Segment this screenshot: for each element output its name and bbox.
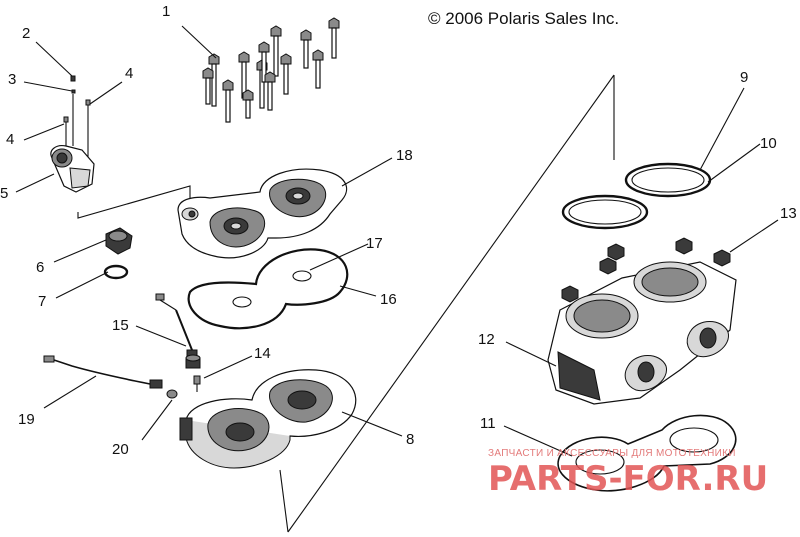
- bolt-head: [328, 17, 340, 29]
- cylinder-base-rings: [561, 162, 712, 230]
- bolt-head: [222, 79, 234, 91]
- callout-14: 14: [254, 345, 271, 362]
- callout-12: 12: [478, 331, 495, 348]
- bolt-head: [300, 29, 312, 41]
- cylinder-base-gasket: [557, 414, 737, 492]
- bolt-shank: [261, 51, 267, 83]
- bolt-head: [238, 51, 250, 63]
- head-bolts: [202, 17, 340, 123]
- bolt-shank: [315, 59, 321, 89]
- watermark: ЗАПЧАСТИ И АКСЕССУАРЫ ДЛЯ МОТОТЕХНИКИ PA…: [488, 448, 768, 499]
- callout-20: 20: [112, 441, 129, 458]
- callout-5: 5: [0, 185, 8, 202]
- cylinder-block: [547, 261, 737, 405]
- bolt-head: [264, 71, 276, 83]
- bolt-head: [258, 41, 270, 53]
- callout-labels: 1 2 3 4 4 5 6 7 8 9 10 11 12 13 14 15 16…: [0, 3, 797, 458]
- callout-13: 13: [780, 205, 797, 222]
- callout-6: 6: [36, 259, 44, 276]
- callout-leaders: [15, 25, 779, 457]
- sensor-plug: [185, 354, 201, 392]
- bolt-head: [202, 67, 214, 79]
- callout-19: 19: [18, 411, 35, 428]
- bolt-head: [280, 53, 292, 65]
- callout-7: 7: [38, 293, 46, 310]
- thermostat: [105, 227, 133, 255]
- bolt-head: [242, 89, 254, 101]
- callout-15: 15: [112, 317, 129, 334]
- bolt-shank: [303, 39, 309, 69]
- bolt-shank: [267, 81, 273, 111]
- callout-11: 11: [480, 415, 496, 432]
- copyright-text: © 2006 Polaris Sales Inc.: [428, 9, 619, 28]
- bolt-shank: [205, 77, 211, 105]
- callout-16: 16: [380, 291, 397, 308]
- callout-17: 17: [366, 235, 383, 252]
- callout-9: 9: [740, 69, 748, 86]
- callout-18: 18: [396, 147, 413, 164]
- callout-1: 1: [162, 3, 170, 20]
- callout-4a: 4: [125, 65, 133, 82]
- bolt-shank: [211, 63, 217, 107]
- bolt-head: [270, 25, 282, 37]
- bolt-shank: [283, 63, 289, 95]
- cylinder-nuts: [561, 237, 731, 303]
- watermark-logo: PARTS-FOR.RU: [488, 459, 768, 499]
- cylinder-head: [179, 369, 357, 469]
- bolt-shank: [273, 35, 279, 77]
- thermostat-gasket: [103, 264, 129, 280]
- bolt-shank: [331, 27, 337, 59]
- thermostat-housing: [50, 145, 95, 193]
- callout-2: 2: [22, 25, 30, 42]
- sealing-washer: [166, 389, 178, 399]
- callout-3: 3: [8, 71, 16, 88]
- assembly-divider-lines: [77, 74, 615, 533]
- head-gasket-seal: [187, 248, 349, 330]
- temperature-sensor: [155, 293, 198, 361]
- bolt-shank: [225, 89, 231, 123]
- bolt-head: [312, 49, 324, 61]
- callout-4b: 4: [6, 131, 14, 148]
- callout-8: 8: [406, 431, 414, 448]
- cylinder-head-cover: [177, 168, 348, 259]
- callout-10: 10: [760, 135, 777, 152]
- sensor-lead: [43, 355, 163, 389]
- bolt-shank: [245, 99, 251, 119]
- bolt-head: [208, 53, 220, 65]
- watermark-tagline: ЗАПЧАСТИ И АКСЕССУАРЫ ДЛЯ МОТОТЕХНИКИ: [488, 448, 736, 459]
